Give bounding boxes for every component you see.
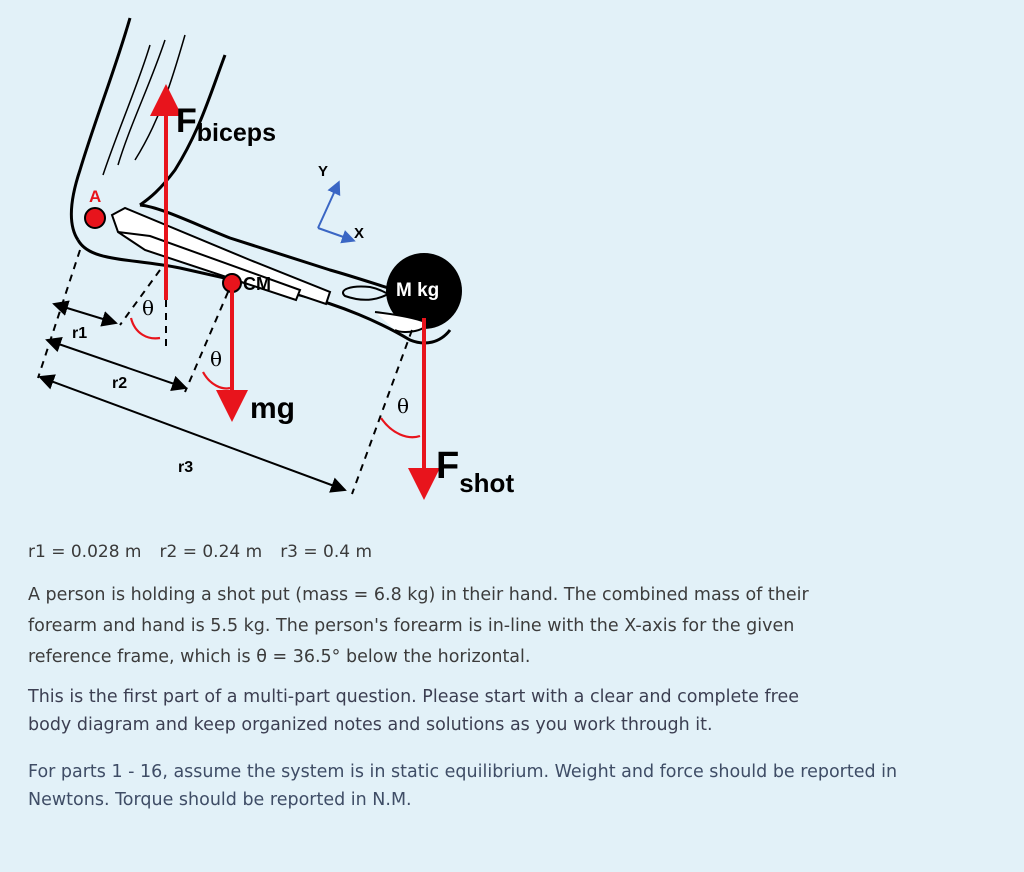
instructions-line: body diagram and keep organized notes an…	[28, 715, 713, 735]
shot-subscript: shot	[459, 468, 514, 498]
r1-value: r1 = 0.028 m	[28, 542, 142, 562]
problem-statement-line: A person is holding a shot put (mass = 6…	[28, 585, 809, 605]
radii-values: r1 = 0.028 m r2 = 0.24 m r3 = 0.4 m	[28, 542, 390, 562]
dimension-arrows	[38, 300, 347, 493]
r1-dimension	[52, 300, 118, 327]
forearm-bones	[110, 206, 332, 306]
assumptions-line: For parts 1 - 16, assume the system is i…	[28, 762, 898, 782]
center-of-mass-label: CM	[243, 274, 271, 294]
biceps-subscript: biceps	[197, 119, 276, 147]
instructions-paragraph: This is the first part of a multi-part q…	[28, 683, 799, 739]
theta-label-shot: θ	[397, 394, 409, 418]
angle-arcs	[129, 317, 421, 439]
axis-x-label: X	[354, 225, 364, 242]
forearm-free-body-diagram: M kg r1 r2 r3 θ θ θ Fbiceps A CM mg Fsho…	[37, 17, 514, 500]
assumptions-paragraph: For parts 1 - 16, assume the system is i…	[28, 758, 897, 814]
problem-statement: A person is holding a shot put (mass = 6…	[28, 580, 809, 673]
r2-label: r2	[112, 375, 127, 392]
shot-mass-label: M kg	[396, 280, 439, 301]
xy-axes	[317, 180, 356, 244]
r3-value: r3 = 0.4 m	[280, 542, 373, 562]
problem-statement-line: reference frame, which is θ = 36.5° belo…	[28, 647, 531, 667]
shot-force-label: Fshot	[436, 445, 514, 498]
shot-put-ball	[386, 253, 462, 329]
r1-label: r1	[72, 325, 87, 342]
point-a-marker	[84, 207, 106, 229]
assumptions-line: Newtons. Torque should be reported in N.…	[28, 790, 412, 810]
weight-force-label: mg	[250, 392, 295, 425]
theta-label-cm: θ	[210, 347, 222, 371]
point-a-label: A	[89, 187, 101, 206]
r3-label: r3	[178, 459, 193, 476]
r3-dimension	[38, 374, 347, 493]
upper-arm-outline	[69, 17, 227, 241]
r2-value: r2 = 0.24 m	[159, 542, 263, 562]
instructions-line: This is the first part of a multi-part q…	[28, 687, 799, 707]
theta-label-biceps: θ	[142, 296, 154, 320]
axis-y-label: Y	[318, 163, 328, 180]
problem-statement-line: forearm and hand is 5.5 kg. The person's…	[28, 616, 795, 636]
biceps-force-label: Fbiceps	[176, 102, 276, 147]
